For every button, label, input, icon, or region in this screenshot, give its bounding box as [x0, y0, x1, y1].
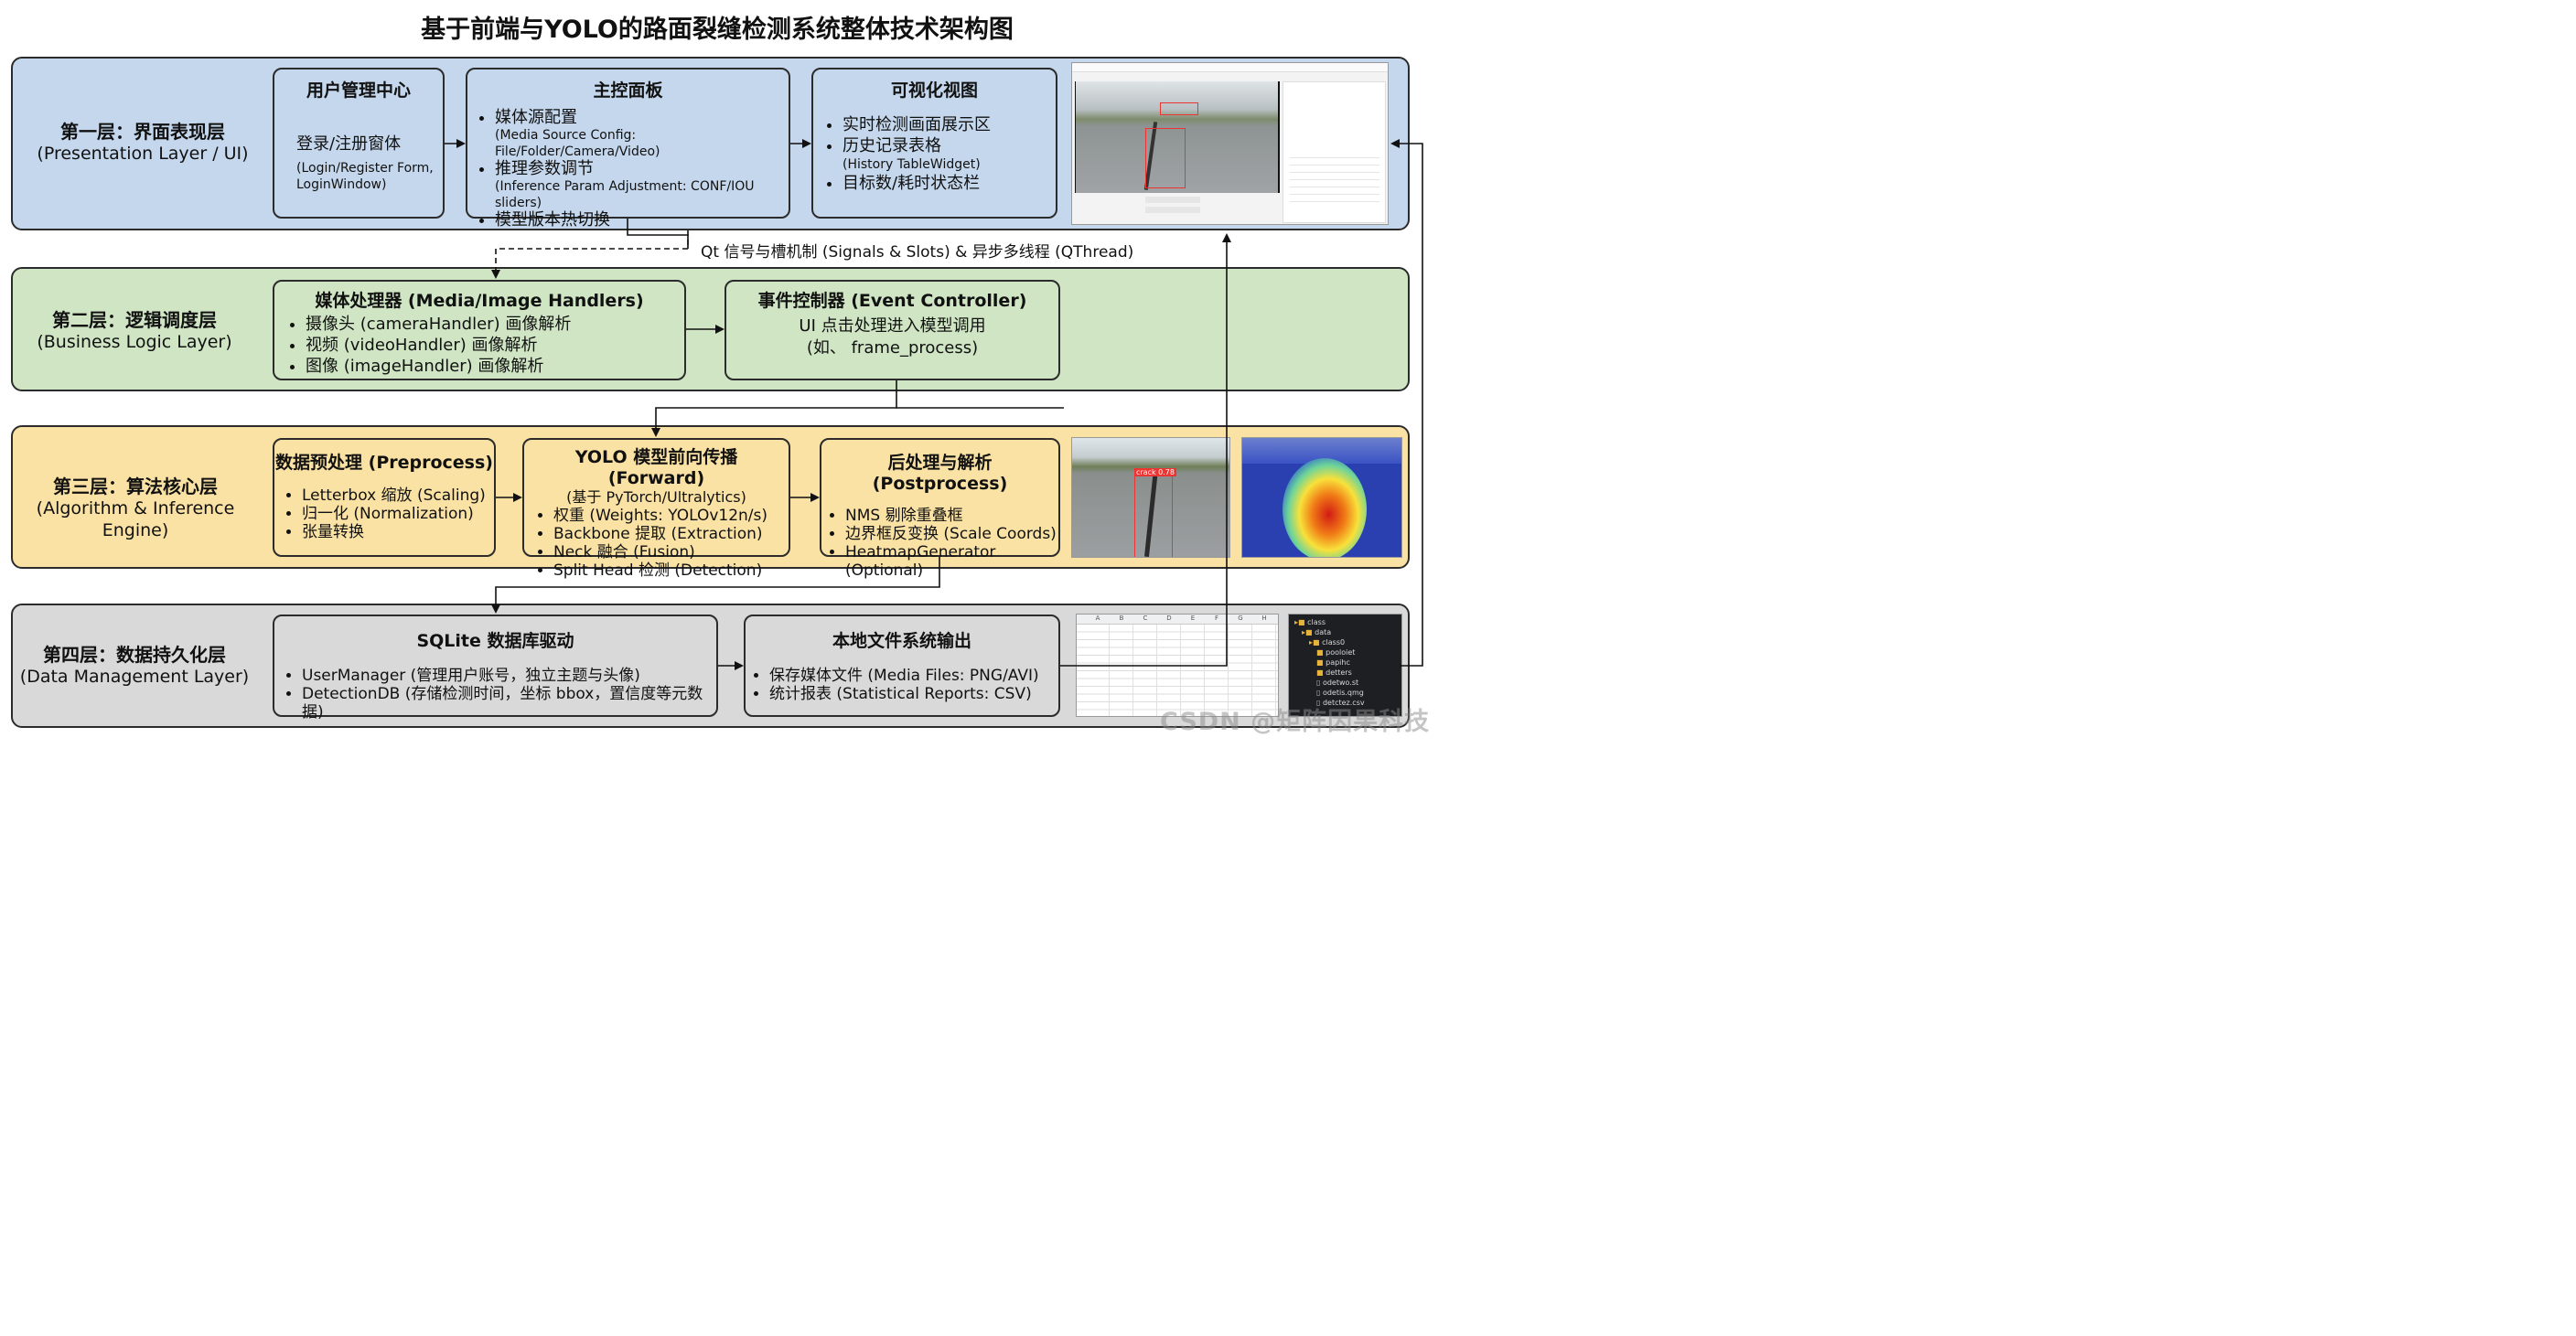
event-controller-box: 事件控制器 (Event Controller) UI 点击处理进入模型调用 (… — [724, 280, 1060, 380]
dashed-arrow-to-handlers — [491, 230, 689, 279]
sqlite-box: SQLite 数据库驱动 UserManager (管理用户账号，独立主题与头像… — [273, 615, 718, 721]
letterbox-item: Letterbox 缩放 (Scaling) — [302, 486, 494, 505]
file-item: ▯ odetis.qmg — [1316, 689, 1364, 697]
heatmap-thumbnail — [1241, 437, 1402, 558]
layer2-name-en: (Business Logic Layer) — [37, 332, 232, 352]
line-controller-out — [896, 380, 1064, 409]
login-form-en: (Login/Register Form,LoginWindow) — [296, 161, 434, 192]
weights-item: 权重 (Weights: YOLOv12n/s) — [553, 507, 789, 525]
connector-label: Qt 信号与槽机制 (Signals & Slots) & 异步多线程 (QTh… — [701, 243, 1134, 262]
heatmap-generator-item: HeatmapGenerator (Optional) — [845, 543, 1058, 580]
postprocess-title: 后处理与解析 (Postprocess) — [872, 453, 1008, 494]
media-files-item: 保存媒体文件 (Media Files: PNG/AVI) — [769, 667, 1058, 685]
yolo-forward-box: YOLO 模型前向传播 (Forward) (基于 PyTorch/Ultral… — [522, 438, 790, 580]
file-item: ▯ odetwo.st — [1316, 679, 1359, 687]
neck-item: Neck 融合 (Fusion) — [553, 543, 789, 561]
preprocess-title: 数据预处理 (Preprocess) — [275, 453, 493, 473]
app-screenshot-thumbnail — [1071, 62, 1389, 225]
user-management-box: 用户管理中心 登录/注册窗体 (Login/Register Form,Logi… — [273, 68, 445, 219]
connector-arrows — [445, 139, 1423, 670]
event-controller-line2: (如、 frame_process) — [806, 338, 979, 358]
user-management-title: 用户管理中心 — [306, 80, 411, 101]
history-table-item: 历史记录表格(History TableWidget) — [843, 135, 1056, 173]
line-panel-down — [627, 219, 689, 249]
split-head-item: Split Head 检测 (Detection) — [553, 561, 789, 580]
layer1-name-en: (Presentation Layer / UI) — [37, 144, 249, 164]
inference-param-item: 推理参数调节(Inference Param Adjustment: CONF/… — [495, 160, 789, 211]
normalization-item: 归一化 (Normalization) — [302, 505, 494, 523]
layer3-name-zh: 第三层：算法核心层 — [53, 476, 218, 497]
backbone-item: Backbone 提取 (Extraction) — [553, 525, 789, 543]
media-handlers-title: 媒体处理器 (Media/Image Handlers) — [315, 291, 644, 311]
media-source-item: 媒体源配置(Media Source Config: File/Folder/C… — [495, 109, 789, 160]
video-handler-item: 视频 (videoHandler) 画像解析 — [306, 335, 684, 356]
csv-report-item: 统计报表 (Statistical Reports: CSV) — [769, 685, 1058, 703]
status-bar-item: 目标数/耗时状态栏 — [843, 173, 1056, 194]
tensor-item: 张量转换 — [302, 523, 494, 541]
folder-item: ▸■ data — [1302, 628, 1332, 636]
event-controller-title: 事件控制器 (Event Controller) — [757, 291, 1027, 311]
media-handlers-box: 媒体处理器 (Media/Image Handlers) 摄像头 (camera… — [273, 280, 686, 380]
yolo-forward-title: YOLO 模型前向传播 (Forward) — [574, 447, 738, 488]
event-controller-line1: UI 点击处理进入模型调用 — [799, 316, 986, 336]
layer2-name-zh: 第二层：逻辑调度层 — [52, 309, 217, 331]
folder-icon: ▸■ class — [1294, 618, 1326, 626]
user-manager-item: UserManager (管理用户账号，独立主题与头像) — [302, 667, 716, 685]
arrow-storage-to-ui — [1060, 233, 1231, 667]
nms-item: NMS 剔除重叠框 — [845, 507, 1058, 525]
layer3-label: 第三层：算法核心层 (Algorithm & Inference Engine) — [13, 476, 258, 541]
folder-item: ■ papihc — [1316, 658, 1350, 667]
visualization-view-box: 可视化视图 实时检测画面展示区 历史记录表格(History TableWidg… — [811, 68, 1057, 219]
image-handler-item: 图像 (imageHandler) 画像解析 — [306, 356, 684, 377]
layer2-label: 第二层：逻辑调度层 (Business Logic Layer) — [15, 309, 254, 353]
scale-coords-item: 边界框反变换 (Scale Coords) — [845, 525, 1058, 543]
sqlite-title: SQLite 数据库驱动 — [416, 631, 574, 651]
postprocess-box: 后处理与解析 (Postprocess) NMS 剔除重叠框 边界框反变换 (S… — [820, 438, 1060, 580]
layer1-label: 第一层：界面表现层 (Presentation Layer / UI) — [24, 121, 262, 165]
arrow-controller-to-forward — [651, 407, 896, 437]
layer4-name-en: (Data Management Layer) — [19, 667, 250, 687]
detection-db-item: DetectionDB (存储检测时间，坐标 bbox，置信度等元数据) — [302, 685, 716, 721]
preprocess-box: 数据预处理 (Preprocess) Letterbox 缩放 (Scaling… — [273, 438, 496, 557]
watermark: CSDN @矩阵因果科技 — [1160, 708, 1431, 736]
detection-result-thumbnail: crack 0.78 — [1071, 437, 1230, 558]
model-hot-switch-item: 模型版本热切换 — [495, 211, 789, 230]
visualization-view-title: 可视化视图 — [890, 80, 978, 101]
folder-item: ▸■ class0 — [1309, 638, 1346, 647]
layer1-name-zh: 第一层：界面表现层 — [60, 121, 225, 143]
filesystem-title: 本地文件系统输出 — [832, 631, 971, 651]
filesystem-box: 本地文件系统输出 保存媒体文件 (Media Files: PNG/AVI) 统… — [744, 615, 1060, 717]
arrow-feedback-to-view — [1390, 139, 1423, 667]
diagram-title: 基于前端与YOLO的路面裂缝检测系统整体技术架构图 — [421, 16, 1014, 44]
main-control-panel-box: 主控面板 媒体源配置(Media Source Config: File/Fol… — [466, 68, 790, 230]
layer3-name-en: (Algorithm & Inference Engine) — [36, 498, 235, 540]
login-window-label: 登录/注册窗体 — [296, 134, 402, 154]
spreadsheet-header: A B C D E F G H — [1077, 615, 1278, 625]
folder-item: ■ detters — [1316, 668, 1352, 677]
detection-label: crack 0.78 — [1134, 468, 1176, 476]
layer4-name-zh: 第四层：数据持久化层 — [43, 644, 226, 666]
file-item: ▯ detctez.csv — [1316, 699, 1365, 707]
arrow-postprocess-to-sqlite — [491, 557, 940, 614]
file-tree-thumbnail: ▸■ class ▸■ data ▸■ class0 ■ pooloiet ■ … — [1288, 614, 1402, 717]
main-control-panel-title: 主控面板 — [593, 80, 663, 101]
folder-item: ■ pooloiet — [1316, 648, 1356, 657]
yolo-forward-subtitle: (基于 PyTorch/Ultralytics) — [566, 488, 746, 506]
layer4-label: 第四层：数据持久化层 (Data Management Layer) — [15, 644, 254, 688]
realtime-display-item: 实时检测画面展示区 — [843, 114, 1056, 135]
camera-handler-item: 摄像头 (cameraHandler) 画像解析 — [306, 314, 684, 335]
